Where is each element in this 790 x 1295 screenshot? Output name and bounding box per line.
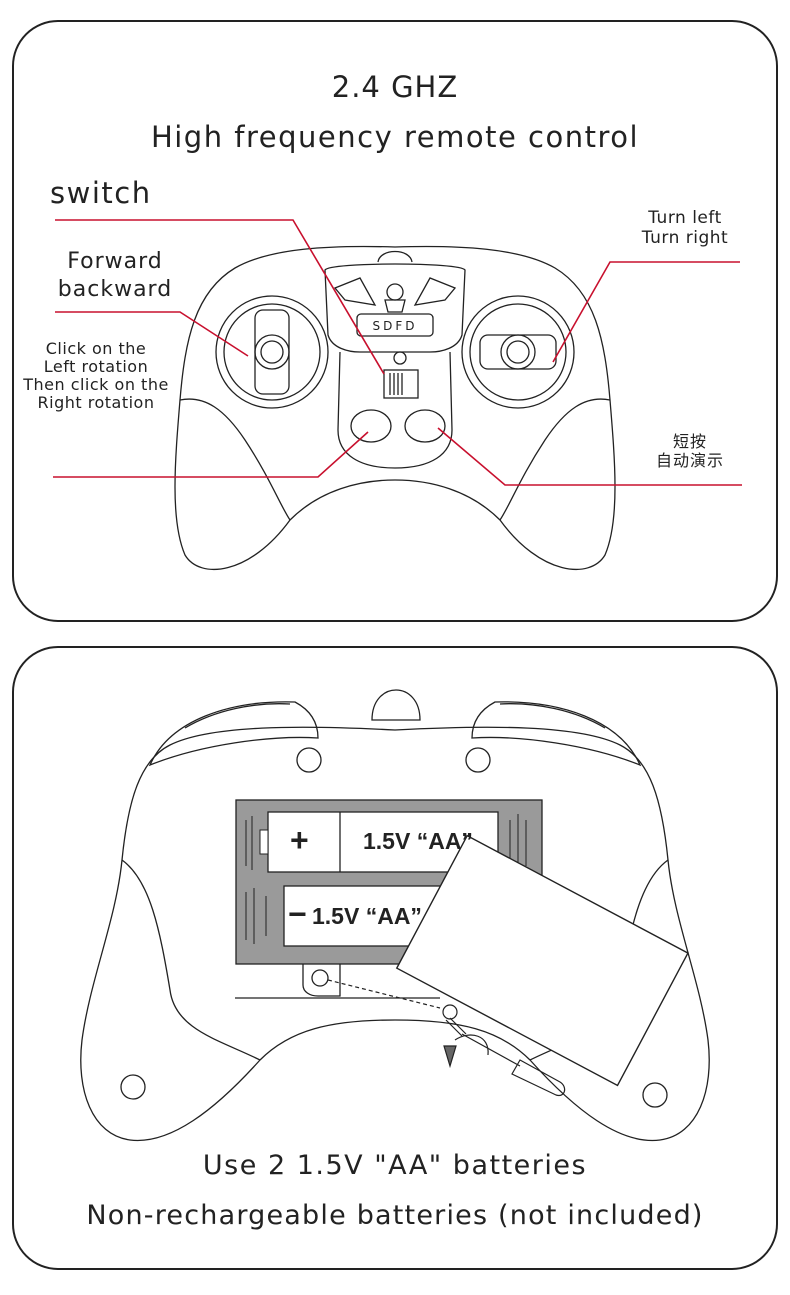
battery-top-label: 1.5V “AA” [363, 828, 473, 854]
frequency-title: 2.4 GHZ [331, 70, 459, 104]
auto-demo-text: 自动演示 [655, 451, 724, 470]
callout-lines [53, 219, 742, 486]
screwdriver [327, 979, 566, 1097]
rotation-line-3: Then click on the [23, 375, 169, 394]
rotation-line-2: Left rotation [43, 357, 149, 376]
turn-right-text: Turn right [641, 228, 729, 248]
controller-front [174, 245, 616, 571]
rotation-line-4: Right rotation [37, 393, 155, 412]
main-title: High frequency remote control [150, 120, 640, 154]
forward-text: Forward [67, 249, 163, 274]
battery-minus-sign: − [288, 896, 307, 932]
short-press-text: 短按 [672, 432, 707, 451]
battery-note-1: Use 2 1.5V "AA" batteries [202, 1150, 588, 1181]
rotation-label: Click on the Left rotation Then click on… [6, 340, 186, 412]
battery-top [267, 811, 499, 873]
forward-backward-label: Forward backward [50, 248, 180, 304]
top-panel [12, 20, 778, 622]
rotation-line-1: Click on the [45, 339, 147, 358]
battery-note-2: Non-rechargeable batteries (not included… [86, 1200, 704, 1231]
logo-text: SDFD [373, 319, 418, 333]
turn-left-text: Turn left [648, 208, 722, 228]
battery-plus-sign: + [290, 822, 309, 858]
battery-bottom-label: 1.5V “AA” [312, 903, 422, 929]
battery-cover [395, 834, 689, 1087]
switch-label: switch [50, 176, 152, 210]
auto-demo-label: 短按 自动演示 [640, 432, 740, 470]
backward-text: backward [57, 277, 173, 302]
turn-label: Turn left Turn right [610, 208, 760, 248]
compartment-springs [245, 814, 527, 944]
